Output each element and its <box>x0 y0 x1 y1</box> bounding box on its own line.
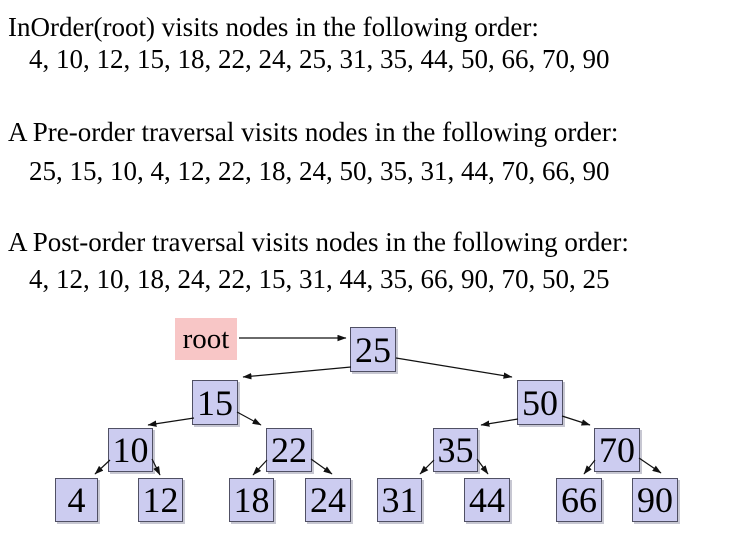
edge-25-50 <box>395 357 513 379</box>
inorder-heading: InOrder(root) visits nodes in the follow… <box>8 12 539 42</box>
tree-node-35: 35 <box>433 428 478 472</box>
tree-node-90: 90 <box>632 478 678 522</box>
edge-22-18 <box>252 459 268 476</box>
edge-50-35 <box>480 418 519 427</box>
edge-15-22 <box>236 411 262 426</box>
tree-node-4: 4 <box>55 478 98 522</box>
root-pointer-label: root <box>175 318 237 360</box>
tree-node-70: 70 <box>594 428 640 472</box>
edge-25-15 <box>242 366 352 380</box>
edge-15-10 <box>147 417 195 427</box>
preorder-heading: A Pre-order traversal visits nodes in th… <box>8 117 619 147</box>
tree-node-22: 22 <box>266 428 312 472</box>
tree-node-24: 24 <box>305 478 351 522</box>
edge-35-44 <box>476 458 489 475</box>
tree-node-12: 12 <box>138 478 183 522</box>
tree-node-44: 44 <box>464 478 510 522</box>
edge-22-24 <box>310 458 333 475</box>
preorder-sequence: 25, 15, 10, 4, 12, 22, 18, 24, 50, 35, 3… <box>29 156 610 186</box>
tree-node-25: 25 <box>350 327 396 372</box>
edge-70-90 <box>638 457 662 474</box>
tree-node-18: 18 <box>229 478 274 522</box>
tree-node-15: 15 <box>192 380 238 425</box>
edge-50-70 <box>561 415 591 426</box>
edge-35-31 <box>419 459 435 475</box>
tree-node-50: 50 <box>517 380 563 425</box>
postorder-heading: A Post-order traversal visits nodes in t… <box>8 227 629 257</box>
edge-10-12 <box>151 458 161 476</box>
tree-node-10: 10 <box>108 428 153 472</box>
tree-node-31: 31 <box>377 478 422 522</box>
postorder-sequence: 4, 12, 10, 18, 24, 22, 15, 31, 44, 35, 6… <box>29 264 610 294</box>
inorder-sequence: 4, 10, 12, 15, 18, 22, 24, 25, 31, 35, 4… <box>29 44 610 74</box>
tree-node-66: 66 <box>556 478 602 522</box>
